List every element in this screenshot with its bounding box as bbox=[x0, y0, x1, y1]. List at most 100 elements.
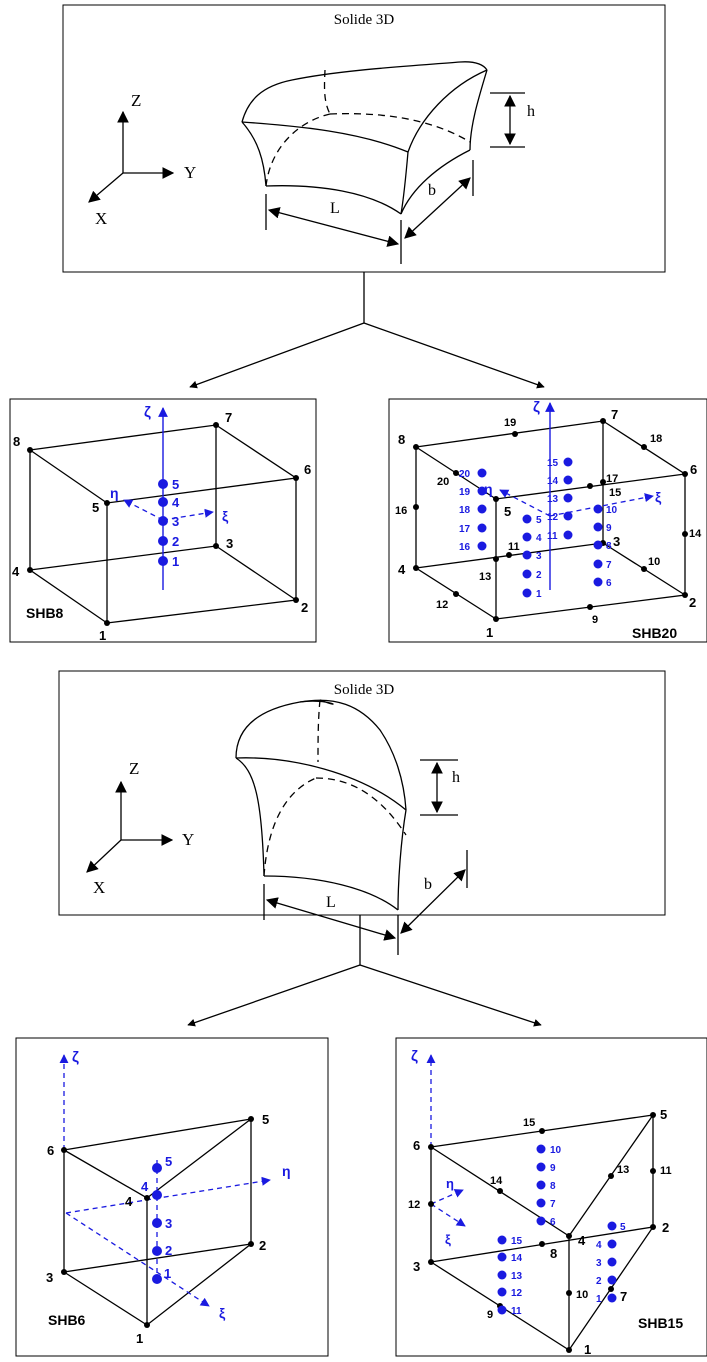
shb20-node-label: 19 bbox=[504, 417, 516, 429]
shb15-gauss-dots bbox=[497, 1144, 617, 1315]
shb8-node-label: 1 bbox=[99, 628, 106, 643]
shb6-ip-label: 5 bbox=[165, 1154, 172, 1169]
shb8-gauss-dots bbox=[158, 479, 168, 566]
axis-y-label: Y bbox=[182, 830, 194, 849]
shb15-node-label: 8 bbox=[550, 1246, 557, 1261]
shb6-gauss-labels: 1 2 3 4 5 bbox=[141, 1154, 172, 1281]
shb20-node-label: 6 bbox=[690, 462, 697, 477]
shell-solid-shape bbox=[241, 61, 488, 215]
dim-b-label: b bbox=[424, 876, 432, 893]
shb20-ip-label: 15 bbox=[547, 458, 559, 469]
dim-h-label: h bbox=[452, 769, 460, 786]
shb8-node-label: 7 bbox=[225, 410, 232, 425]
shb20-ip-label: 17 bbox=[459, 524, 471, 535]
shb20-ip-label: 7 bbox=[606, 560, 612, 571]
shb8-node-label: 5 bbox=[92, 500, 99, 515]
shb6-node-label: 5 bbox=[262, 1112, 269, 1127]
shb6-name: SHB6 bbox=[48, 1312, 86, 1328]
shb6-corner-dots bbox=[61, 1116, 254, 1328]
solid-title: Solide 3D bbox=[334, 682, 395, 698]
shb6-frame bbox=[15, 1037, 329, 1357]
dome-solid-shape bbox=[235, 699, 407, 911]
shb8-ip-label: 4 bbox=[172, 495, 180, 510]
shb20-xi-label: ξ bbox=[655, 489, 662, 505]
branch-arrows-top bbox=[189, 272, 545, 389]
shb20-ip-label: 16 bbox=[459, 542, 471, 553]
shb8-node-label: 3 bbox=[226, 536, 233, 551]
shb20-node-dots bbox=[413, 418, 688, 622]
shb20-ip-label: 13 bbox=[547, 494, 559, 505]
shb6-gauss-dots bbox=[152, 1163, 162, 1284]
shb20-node-label: 9 bbox=[592, 614, 598, 626]
shb15-ip-label: 2 bbox=[596, 1276, 602, 1287]
shb8-node-label: 4 bbox=[12, 564, 20, 579]
shb20-node-label: 1 bbox=[486, 625, 493, 640]
solid-title: Solide 3D bbox=[334, 12, 395, 28]
shb8-eta-label: η bbox=[110, 485, 119, 501]
shb6-panel: ζ η ξ 1 2 3 4 5 1 2 3 4 5 6 SHB6 bbox=[15, 1037, 329, 1357]
shb20-ip-label: 10 bbox=[606, 505, 618, 516]
shb20-node-label: 10 bbox=[648, 556, 660, 568]
shb15-node-label: 7 bbox=[620, 1289, 627, 1304]
shb15-node-label: 3 bbox=[413, 1259, 420, 1274]
shb15-node-label: 4 bbox=[578, 1233, 586, 1248]
shb6-ip-label: 3 bbox=[165, 1216, 172, 1231]
shb15-xi-label: ξ bbox=[445, 1232, 451, 1247]
shb8-ip-label: 3 bbox=[172, 514, 179, 529]
shb15-node-label: 1 bbox=[584, 1342, 591, 1357]
dimension-lines: h L b bbox=[263, 759, 468, 955]
shb6-node-label: 6 bbox=[47, 1143, 54, 1158]
shb20-ip-label: 5 bbox=[536, 515, 542, 526]
shb20-node-label: 20 bbox=[437, 476, 449, 488]
shb6-node-label: 2 bbox=[259, 1238, 266, 1253]
dim-L-label: L bbox=[330, 200, 340, 217]
shb20-ip-label: 1 bbox=[536, 589, 542, 600]
shb6-ip-label: 2 bbox=[165, 1243, 172, 1258]
shb20-node-label: 8 bbox=[398, 432, 405, 447]
axis-x-label: X bbox=[95, 209, 107, 228]
shb20-ip-label: 20 bbox=[459, 469, 471, 480]
axis-triad: Z Y X bbox=[88, 91, 196, 228]
shb15-ip-label: 8 bbox=[550, 1181, 556, 1192]
shb20-eta-label: η bbox=[484, 481, 493, 497]
shb20-node-label: 16 bbox=[395, 505, 407, 517]
shb15-node-label: 14 bbox=[490, 1175, 503, 1187]
shb15-ip-label: 9 bbox=[550, 1163, 556, 1174]
shb8-name: SHB8 bbox=[26, 605, 64, 621]
shb15-ip-label: 4 bbox=[596, 1240, 602, 1251]
shb8-node-label: 2 bbox=[301, 600, 308, 615]
shb20-ip-label: 18 bbox=[459, 505, 471, 516]
shb15-zeta-label: ζ bbox=[411, 1048, 418, 1065]
shb6-zeta-label: ζ bbox=[72, 1049, 79, 1066]
shb15-node-label: 12 bbox=[408, 1199, 420, 1211]
shb20-zeta-label: ζ bbox=[533, 399, 540, 416]
shb15-panel: ζ η ξ 1 2 3 4 5 6 7 8 9 10 11 12 13 1 bbox=[395, 1037, 707, 1357]
shb15-ip-label: 3 bbox=[596, 1258, 602, 1269]
dimension-lines: h L b bbox=[265, 92, 535, 264]
shb15-ip-label: 7 bbox=[550, 1199, 556, 1210]
shb20-node-label: 7 bbox=[611, 407, 618, 422]
shb20-node-label: 13 bbox=[479, 571, 491, 583]
shb20-ip-label: 3 bbox=[536, 551, 542, 562]
shb6-eta-label: η bbox=[282, 1163, 291, 1179]
shb6-node-label: 4 bbox=[125, 1194, 133, 1209]
shb20-name: SHB20 bbox=[632, 625, 677, 641]
shb6-node-label: 1 bbox=[136, 1331, 143, 1346]
shb8-xi-label: ξ bbox=[222, 508, 229, 524]
shb15-node-label: 6 bbox=[413, 1138, 420, 1153]
shb15-node-label: 2 bbox=[662, 1220, 669, 1235]
shb20-node-label: 18 bbox=[650, 433, 662, 445]
shb20-node-label: 14 bbox=[689, 528, 702, 540]
axis-z-label: Z bbox=[129, 759, 139, 778]
shb20-ip-label: 6 bbox=[606, 578, 612, 589]
shb15-node-label: 10 bbox=[576, 1289, 588, 1301]
shb20-node-label: 17 bbox=[606, 473, 618, 485]
shb6-xi-label: ξ bbox=[219, 1305, 226, 1321]
shb15-node-label: 13 bbox=[617, 1164, 629, 1176]
shb20-panel: ζ ξ η 1 2 3 4 5 6 7 8 9 10 11 12 bbox=[388, 398, 707, 643]
shb20-ip-label: 4 bbox=[536, 533, 542, 544]
shb8-ip-label: 1 bbox=[172, 554, 179, 569]
axis-z-label: Z bbox=[131, 91, 141, 110]
shb20-node-label: 3 bbox=[613, 534, 620, 549]
